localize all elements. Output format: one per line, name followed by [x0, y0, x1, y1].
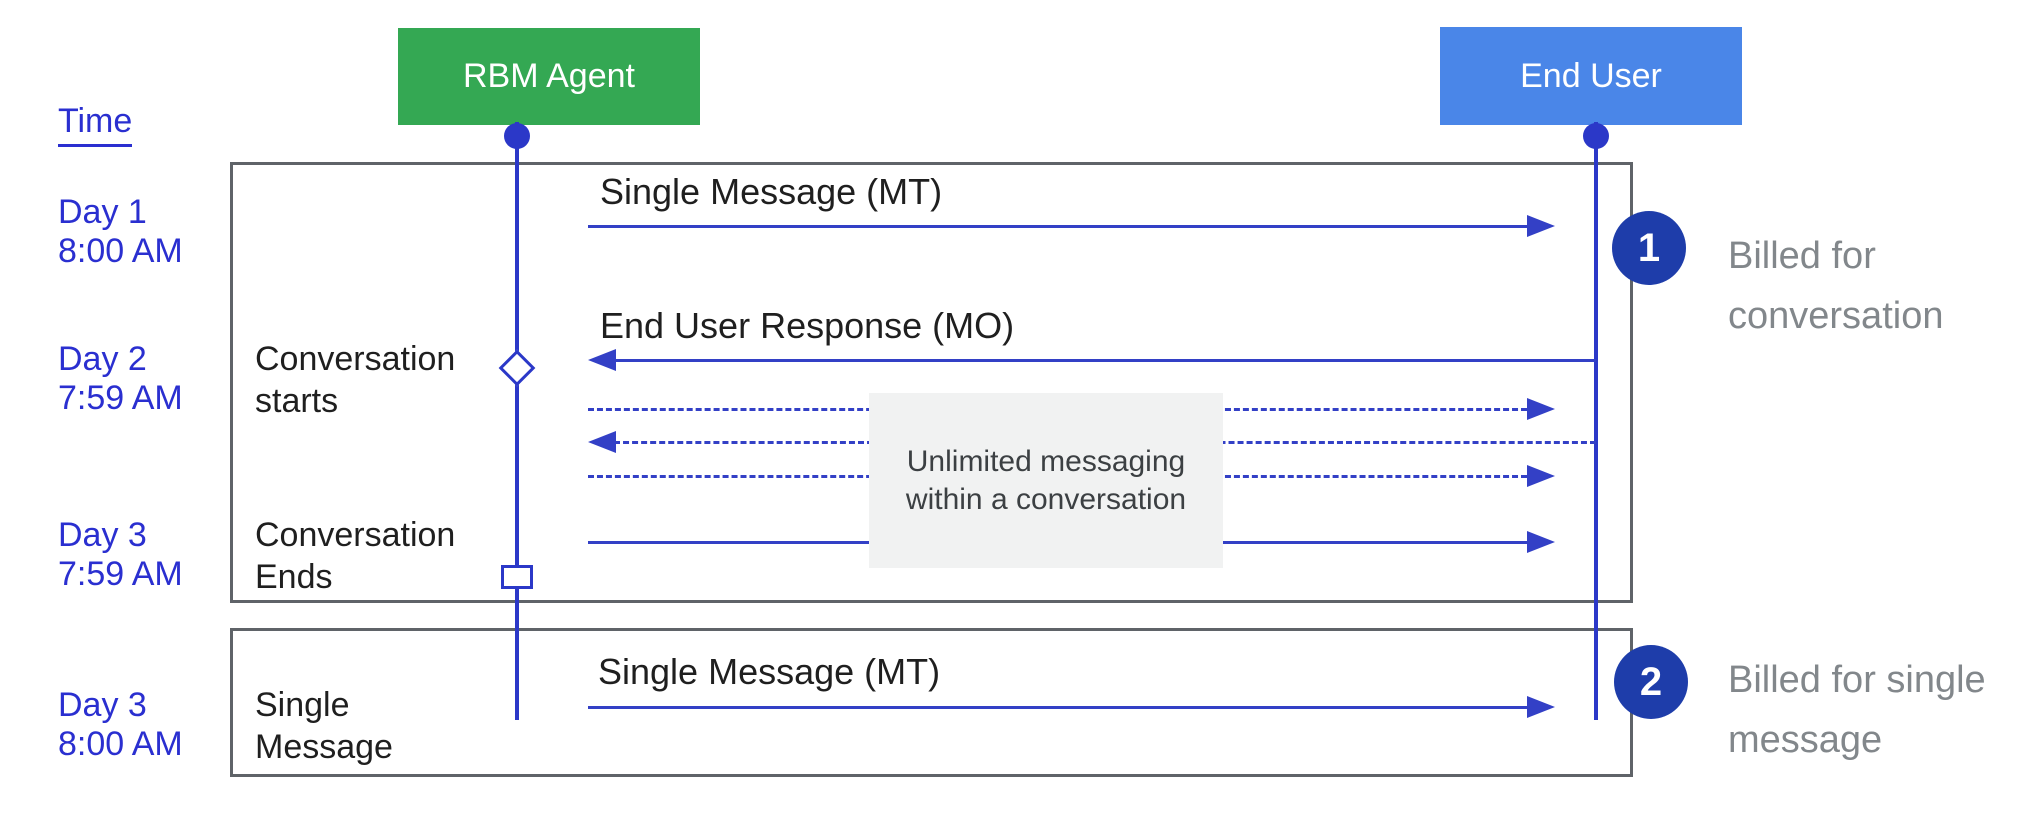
single-message-side-line1: Single — [255, 686, 350, 724]
conversation-starts-line1: Conversation — [255, 340, 456, 378]
conversation-frame — [230, 162, 1633, 603]
time-label-day2-line2: 7:59 AM — [58, 379, 183, 417]
conversation-ends-label: Conversation Ends — [255, 514, 455, 598]
billing-badge-1: 1 — [1612, 211, 1686, 285]
time-axis-label: Time — [58, 102, 133, 147]
conversation-ends-line2: Ends — [255, 558, 333, 596]
end-user-lifeline-dot-icon — [1583, 123, 1609, 149]
conversation-starts-label: Conversation starts — [255, 338, 455, 422]
note-line2: within a conversation — [905, 482, 1187, 516]
billed-2-line1: Billed for single — [1728, 659, 1986, 701]
billed-for-single-message-label: Billed for single message — [1728, 650, 1986, 770]
mt-message-arrow-line — [588, 225, 1527, 228]
time-label-day3-end-line2: 7:59 AM — [58, 555, 183, 593]
arrow-right-icon — [1527, 398, 1555, 420]
note-line1: Unlimited messaging — [906, 444, 1186, 478]
billing-badge-2: 2 — [1614, 645, 1688, 719]
mt-message-label: Single Message (MT) — [600, 171, 943, 212]
time-label-day1-line2: 8:00 AM — [58, 232, 183, 270]
time-label-day2-line1: Day 2 — [58, 340, 147, 378]
conversation-end-square-icon — [501, 565, 533, 589]
time-label-day3-single: Day 3 8:00 AM — [58, 686, 183, 764]
arrow-right-icon — [1527, 696, 1555, 718]
actor-box-end-user: End User — [1440, 27, 1742, 125]
time-label-day1-line1: Day 1 — [58, 193, 147, 231]
time-label-day3-single-line1: Day 3 — [58, 686, 147, 724]
arrow-right-icon — [1527, 215, 1555, 237]
time-label-day1: Day 1 8:00 AM — [58, 193, 183, 271]
time-label-day3-single-line2: 8:00 AM — [58, 725, 183, 763]
mo-response-label: End User Response (MO) — [600, 305, 1015, 346]
single-message-side-line2: Message — [255, 728, 393, 766]
single-mt-message-label: Single Message (MT) — [598, 651, 941, 692]
conversation-ends-line1: Conversation — [255, 516, 456, 554]
end-user-lifeline — [1594, 122, 1598, 720]
conversation-starts-line2: starts — [255, 382, 339, 420]
billed-1-line2: conversation — [1728, 295, 1944, 337]
arrow-left-icon — [588, 431, 616, 453]
arrow-right-icon — [1527, 531, 1555, 553]
arrow-left-icon — [588, 349, 616, 371]
arrow-right-icon — [1527, 465, 1555, 487]
actor-box-rbm-agent: RBM Agent — [398, 28, 700, 125]
billed-for-conversation-label: Billed for conversation — [1728, 226, 1943, 346]
agent-lifeline-dot-icon — [504, 123, 530, 149]
time-label-day3-end-line1: Day 3 — [58, 516, 147, 554]
unlimited-messaging-note: Unlimited messaging within a conversatio… — [869, 393, 1223, 568]
badge-2-number: 2 — [1639, 659, 1663, 704]
agent-lifeline — [515, 122, 519, 720]
time-label-day2: Day 2 7:59 AM — [58, 340, 183, 418]
actor-label-rbm-agent: RBM Agent — [463, 57, 635, 95]
billed-2-line2: message — [1728, 719, 1883, 761]
single-message-side-label: Single Message — [255, 684, 393, 768]
actor-label-end-user: End User — [1520, 56, 1662, 95]
time-label-day3-end: Day 3 7:59 AM — [58, 516, 183, 594]
single-mt-arrow-line — [588, 706, 1527, 709]
badge-1-number: 1 — [1637, 225, 1661, 270]
billed-1-line1: Billed for — [1728, 235, 1876, 277]
mo-response-arrow-line — [614, 359, 1596, 362]
